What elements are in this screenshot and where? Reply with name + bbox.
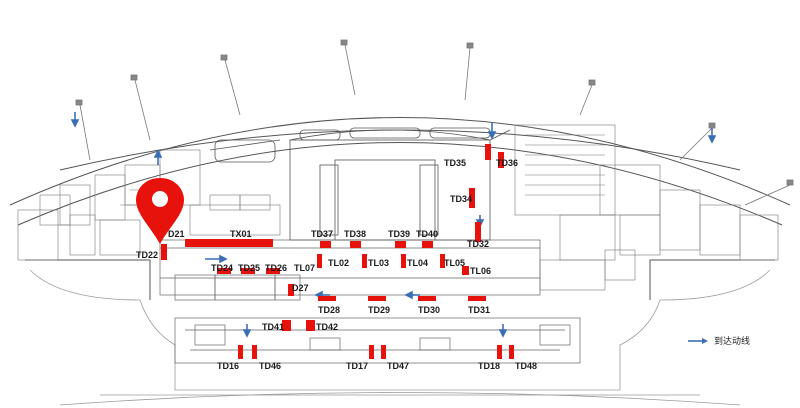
marker-td31[interactable]: [468, 296, 486, 301]
marker-tl04[interactable]: [401, 254, 406, 268]
marker-td42[interactable]: [306, 320, 315, 331]
marker-td32[interactable]: [475, 222, 481, 242]
label-td36: TD36: [496, 158, 518, 168]
marker-tl06[interactable]: [462, 266, 469, 275]
terminal-arc: [9, 117, 791, 300]
marker-td39[interactable]: [395, 241, 406, 248]
label-td22: TD22: [136, 250, 158, 260]
label-td41: TD41: [262, 322, 284, 332]
marker-td38[interactable]: [350, 241, 361, 248]
label-td39: TD39: [388, 229, 410, 239]
marker-td36[interactable]: [498, 152, 504, 168]
marker-td34[interactable]: [469, 188, 475, 208]
marker-td24[interactable]: [217, 268, 231, 274]
label-td29: TD29: [368, 305, 390, 315]
label-td24: TD24: [211, 263, 233, 273]
legend: 到达动线: [688, 335, 750, 347]
label-td17: TD17: [346, 361, 368, 371]
marker-td17[interactable]: [369, 345, 374, 359]
label-tx01: TX01: [230, 229, 252, 239]
label-td28: TD28: [318, 305, 340, 315]
ad-point-markers: [161, 144, 514, 359]
label-td46: TD46: [259, 361, 281, 371]
marker-tl02[interactable]: [317, 254, 322, 268]
label-tl07: TL07: [294, 263, 315, 273]
label-td21: D21: [168, 229, 185, 239]
marker-td18[interactable]: [497, 345, 502, 359]
label-td48: TD48: [515, 361, 537, 371]
point-labels: TX01 D21 TD22 TD24 TD25 TD26 TL07 D27 TD…: [136, 158, 537, 371]
marker-td27[interactable]: [288, 284, 294, 296]
marker-td40[interactable]: [422, 241, 433, 248]
label-td47: TD47: [387, 361, 409, 371]
marker-tx01[interactable]: [185, 239, 273, 247]
label-td37: TD37: [311, 229, 333, 239]
marker-td47[interactable]: [381, 345, 386, 359]
marker-td28[interactable]: [318, 296, 336, 301]
marker-td30[interactable]: [418, 296, 436, 301]
label-tl06: TL06: [470, 266, 491, 276]
label-tl05: TL05: [444, 258, 465, 268]
marker-td25[interactable]: [241, 268, 255, 274]
marker-td26[interactable]: [266, 268, 280, 274]
label-td40: TD40: [416, 229, 438, 239]
label-td27: D27: [292, 283, 309, 293]
label-td16: TD16: [217, 361, 239, 371]
marker-td16[interactable]: [238, 345, 243, 359]
label-td25: TD25: [238, 263, 260, 273]
label-tl03: TL03: [368, 258, 389, 268]
label-td34: TD34: [450, 194, 472, 204]
label-td32: TD32: [467, 239, 489, 249]
marker-tl05[interactable]: [440, 254, 445, 268]
marker-tl03[interactable]: [362, 254, 367, 268]
ground-outline: [29, 269, 771, 406]
label-td30: TD30: [418, 305, 440, 315]
legend-arrival-route-label: 到达动线: [714, 335, 750, 347]
label-td18: TD18: [478, 361, 500, 371]
marker-td29[interactable]: [368, 296, 386, 301]
light-poles: [75, 39, 794, 206]
label-tl04: TL04: [407, 258, 428, 268]
label-tl02: TL02: [328, 258, 349, 268]
marker-td35[interactable]: [485, 144, 491, 160]
marker-td21[interactable]: [161, 244, 167, 260]
location-pin-icon[interactable]: [136, 178, 184, 244]
marker-td37[interactable]: [320, 241, 331, 248]
label-td38: TD38: [344, 229, 366, 239]
label-td35: TD35: [444, 158, 466, 168]
marker-td48[interactable]: [509, 345, 514, 359]
marker-td46[interactable]: [252, 345, 257, 359]
marker-td41[interactable]: [282, 320, 291, 331]
label-td31: TD31: [468, 305, 490, 315]
label-td42: TD42: [316, 322, 338, 332]
right-wing: [514, 124, 779, 291]
label-td26: TD26: [265, 263, 287, 273]
